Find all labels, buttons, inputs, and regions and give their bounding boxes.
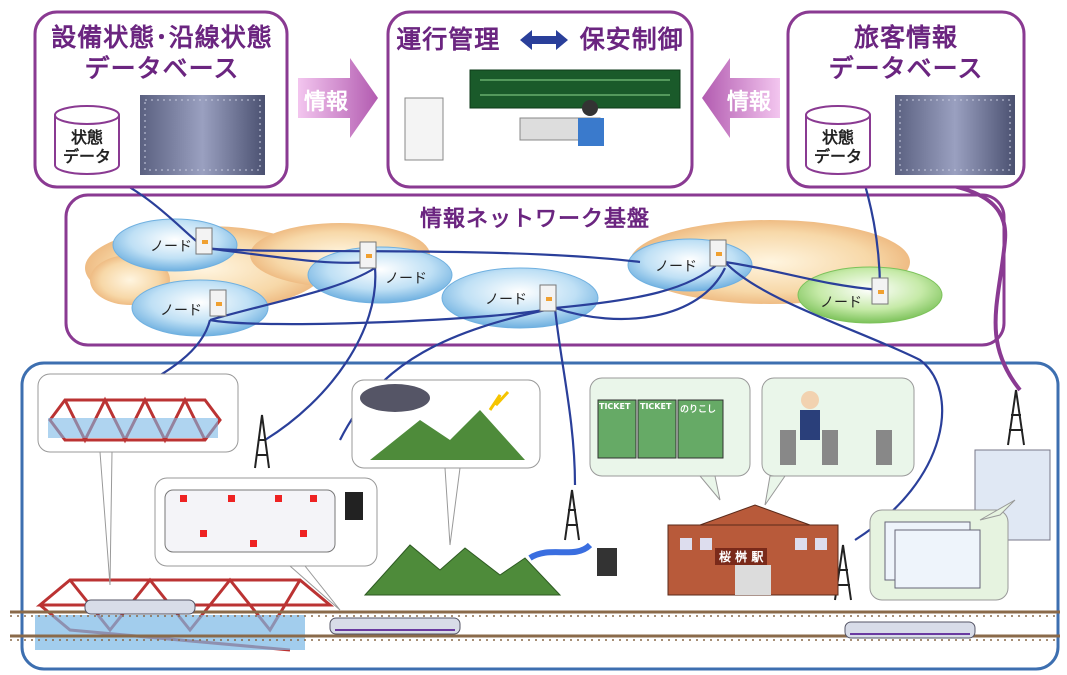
- passenger-db-title-line1: 旅客情報: [853, 23, 958, 52]
- cylinder-text-2: データ: [62, 147, 111, 166]
- double-arrow-icon: [520, 30, 568, 50]
- cylinder-text-2: データ: [813, 147, 862, 166]
- ticket-sign-2: TICKET: [640, 402, 672, 411]
- ticket-machine-icon: [597, 399, 724, 459]
- cylinder-text-1: 状態: [821, 128, 854, 147]
- node-label: ノード: [160, 303, 202, 319]
- operation-label: 運行管理: [396, 25, 501, 54]
- network-title: 情報ネットワーク基盤: [419, 207, 650, 232]
- mountain-range: [363, 544, 562, 596]
- ticket-sign-1: TICKET: [599, 402, 631, 411]
- info-arrow-left: [298, 58, 378, 138]
- passenger-db-title-line2: データベース: [828, 54, 984, 83]
- facility-db-title: 設備状態･沿線状態 データベース: [38, 22, 286, 84]
- facility-db-title-line2: データベース: [84, 54, 240, 83]
- info-arrow-left-label: 情報: [304, 90, 349, 115]
- server-rack-icon: [140, 95, 1015, 175]
- control-room-icon: [404, 69, 681, 161]
- cylinder-text-1: 状態: [70, 128, 103, 147]
- sensor-box-icon: [597, 548, 617, 576]
- facility-db-title-line1: 設備状態･沿線状態: [51, 23, 273, 52]
- info-arrow-right: [702, 58, 780, 138]
- node-label: ノード: [485, 292, 527, 308]
- facility-cylinder-label: 状態 データ: [57, 128, 117, 166]
- node-label: ノード: [820, 295, 862, 311]
- info-arrow-right-label: 情報: [727, 90, 772, 115]
- node-label: ノード: [150, 239, 192, 255]
- passenger-db-title: 旅客情報 データベース: [790, 22, 1022, 84]
- station-gate-icon: [780, 391, 892, 465]
- database-cylinder-icon: [54, 105, 871, 175]
- node-label: ノード: [385, 271, 427, 287]
- station-name-sign: 桜 桝 駅: [715, 548, 768, 565]
- node-label: ノード: [655, 259, 697, 275]
- operation-title: 運行管理 保安制御: [390, 24, 690, 55]
- safety-control-label: 保安制御: [579, 25, 684, 54]
- passenger-cylinder-label: 状態 データ: [808, 128, 868, 166]
- transfer-sign: のりこし: [680, 405, 717, 415]
